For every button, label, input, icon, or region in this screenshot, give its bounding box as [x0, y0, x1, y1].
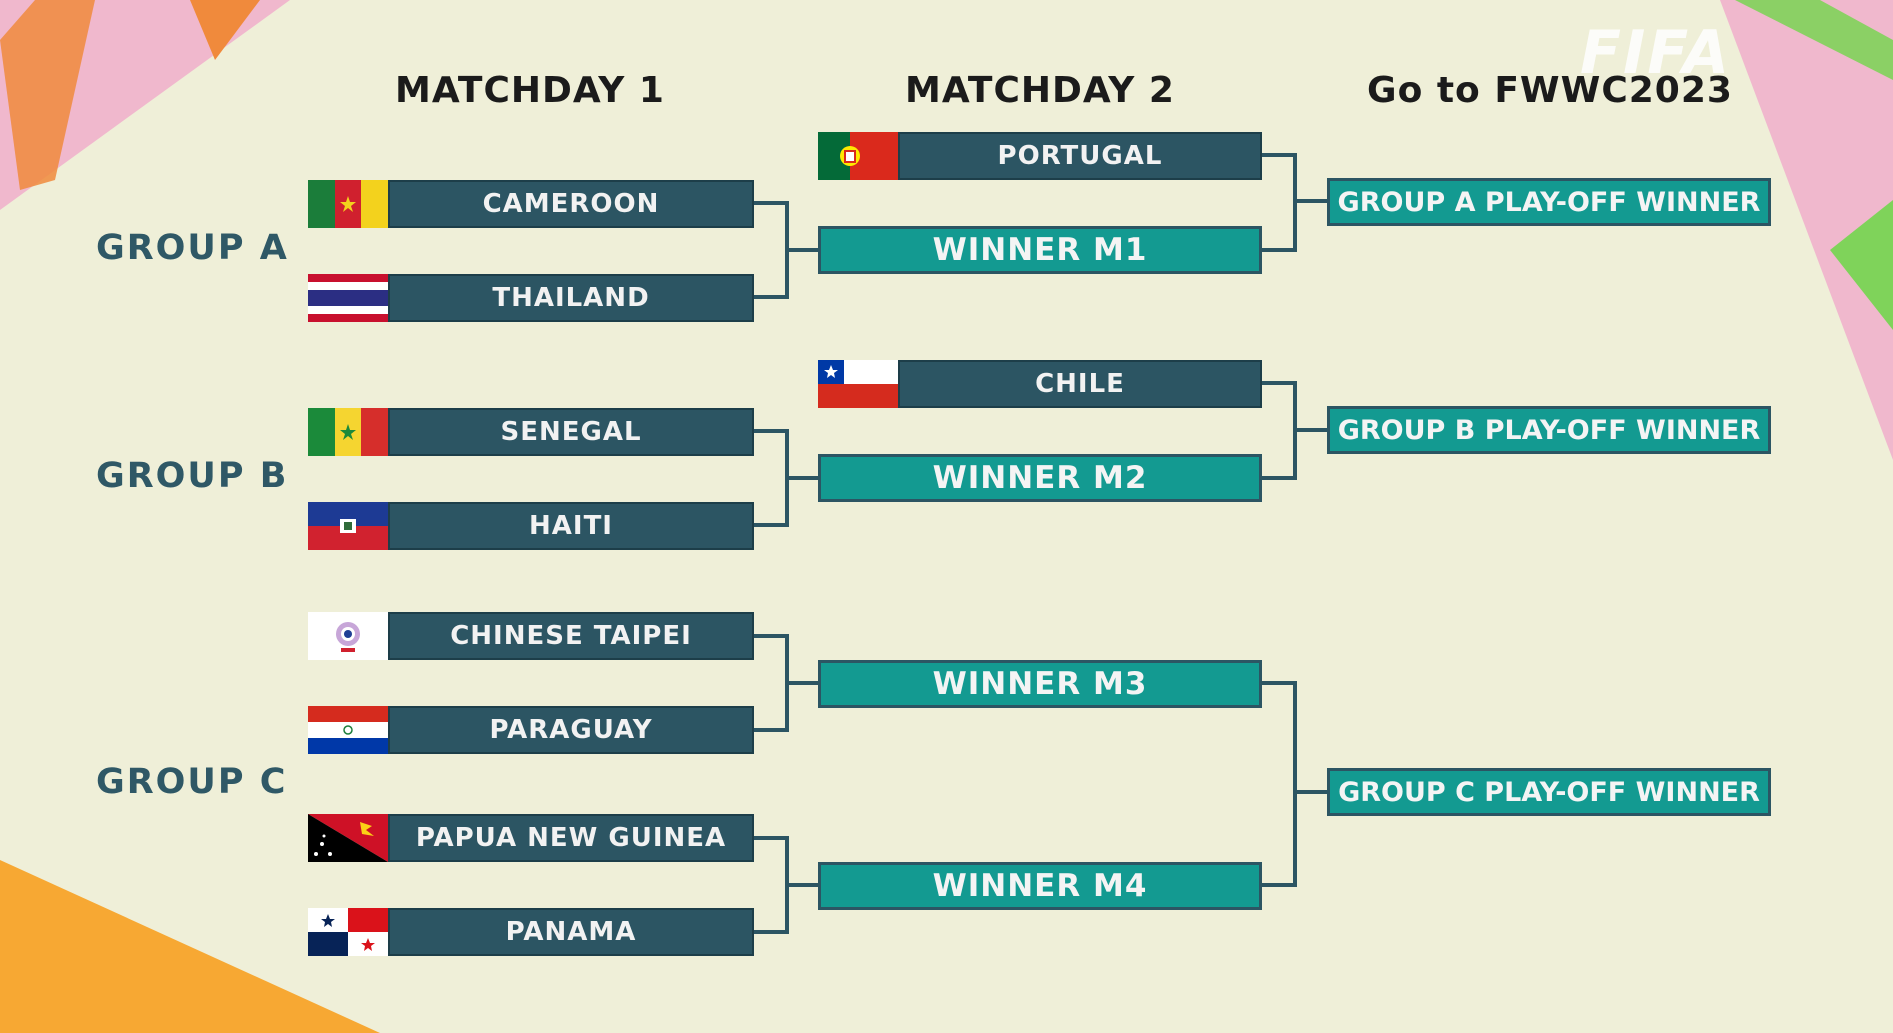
team-paraguay: PARAGUAY: [308, 706, 754, 754]
haiti-flag-icon: [308, 502, 388, 550]
chinese-taipei-flag-icon: [308, 612, 388, 660]
top-left-orange-stripe: [0, 0, 95, 190]
team-senegal: SENEGAL: [308, 408, 754, 456]
team-name: CHILE: [898, 360, 1262, 408]
connector-group-a: [1262, 153, 1327, 252]
winner-m3-box: WINNER M3: [818, 660, 1262, 708]
team-haiti: HAITI: [308, 502, 754, 550]
bottom-left-yellow-shape: [0, 860, 380, 1033]
group-c-label: GROUP C: [96, 762, 288, 802]
team-name: PANAMA: [388, 908, 754, 956]
panama-flag-icon: [308, 908, 388, 956]
group-b-playoff-winner-box: GROUP B PLAY-OFF WINNER: [1327, 406, 1771, 454]
team-cameroon: CAMEROON: [308, 180, 754, 228]
chile-flag-icon: [818, 360, 898, 408]
group-b-label: GROUP B: [96, 456, 289, 496]
group-a-label: GROUP A: [96, 228, 289, 268]
team-chinese-taipei: CHINESE TAIPEI: [308, 612, 754, 660]
team-name: HAITI: [388, 502, 754, 550]
senegal-flag-icon: [308, 408, 388, 456]
top-right-pink-shape: [1720, 0, 1893, 460]
group-c-playoff-winner-box: GROUP C PLAY-OFF WINNER: [1327, 768, 1771, 816]
papua-new-guinea-flag-icon: [308, 814, 388, 862]
matchday-1-heading: MATCHDAY 1: [395, 69, 665, 111]
top-left-orange-stripe-2: [190, 0, 260, 60]
connector-group-b: [1262, 381, 1327, 480]
team-thailand: THAILAND: [308, 274, 754, 322]
top-right-green-stripe: [1735, 0, 1893, 80]
winner-m4-box: WINNER M4: [818, 862, 1262, 910]
team-name: PAPUA NEW GUINEA: [388, 814, 754, 862]
winner-m2-box: WINNER M2: [818, 454, 1262, 502]
team-chile: CHILE: [818, 360, 1262, 408]
winner-m1-box: WINNER M1: [818, 226, 1262, 274]
connector-group-c: [1262, 681, 1327, 887]
connector-m1: [754, 201, 818, 299]
cameroon-flag-icon: [308, 180, 388, 228]
team-name: PARAGUAY: [388, 706, 754, 754]
team-portugal: PORTUGAL: [818, 132, 1262, 180]
team-panama: PANAMA: [308, 908, 754, 956]
qualify-heading: Go to FWWC2023: [1367, 69, 1733, 111]
team-papua-new-guinea: PAPUA NEW GUINEA: [308, 814, 754, 862]
group-a-playoff-winner-box: GROUP A PLAY-OFF WINNER: [1327, 178, 1771, 226]
portugal-flag-icon: [818, 132, 898, 180]
fifa-logo: FIFA: [1580, 18, 1731, 88]
thailand-flag-icon: [308, 274, 388, 322]
right-green-wedge: [1830, 200, 1893, 330]
connector-m3: [754, 634, 818, 732]
paraguay-flag-icon: [308, 706, 388, 754]
connector-m4: [754, 836, 818, 934]
team-name: THAILAND: [388, 274, 754, 322]
connector-m2: [754, 429, 818, 527]
matchday-2-heading: MATCHDAY 2: [905, 69, 1175, 111]
team-name: SENEGAL: [388, 408, 754, 456]
team-name: CAMEROON: [388, 180, 754, 228]
team-name: PORTUGAL: [898, 132, 1262, 180]
team-name: CHINESE TAIPEI: [388, 612, 754, 660]
